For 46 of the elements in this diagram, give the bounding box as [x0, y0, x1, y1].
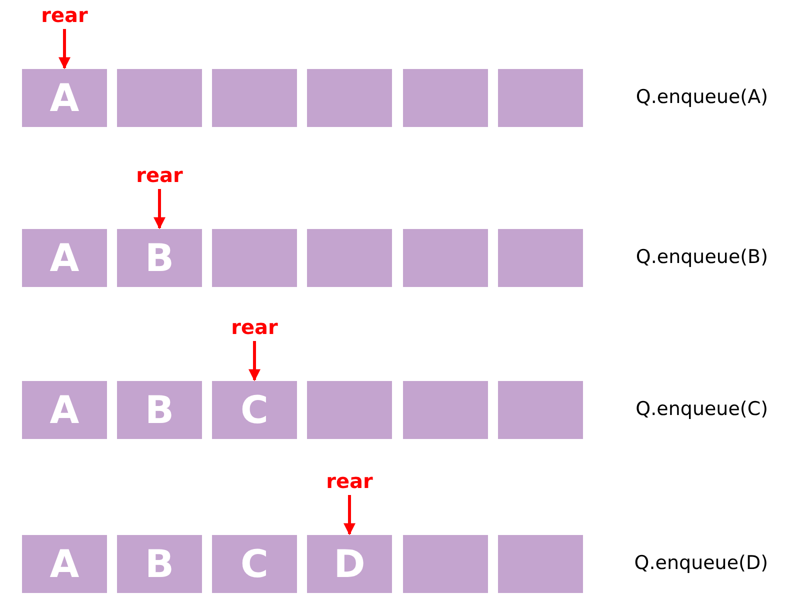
operation-label: Q.enqueue(B): [636, 246, 768, 268]
operation-label: Q.enqueue(D): [634, 552, 768, 574]
array-cell: [307, 381, 392, 439]
pointer-label: rear: [310, 469, 390, 493]
cell-value: B: [145, 388, 174, 432]
cell-value: A: [50, 542, 80, 586]
array-cell: [117, 69, 202, 127]
array-cell: [212, 69, 297, 127]
arrow: [248, 341, 260, 382]
array-cell: [212, 229, 297, 287]
arrow: [154, 189, 166, 230]
array-cell: [212, 535, 297, 593]
array-cell: [498, 229, 583, 287]
array-cell: [22, 381, 107, 439]
pointer-label: rear: [214, 315, 294, 339]
cell-value: A: [50, 76, 80, 120]
array-cell: [117, 535, 202, 593]
cell-value: B: [145, 236, 174, 280]
array-cell: [307, 69, 392, 127]
array-cell: [403, 229, 488, 287]
pointer-label: rear: [120, 163, 200, 187]
array-cell: [212, 381, 297, 439]
pointer-label: rear: [24, 3, 104, 27]
array-cell: [498, 535, 583, 593]
cell-value: B: [145, 542, 174, 586]
array-cell: [403, 381, 488, 439]
cell-value: D: [334, 542, 366, 586]
array-cell: [117, 229, 202, 287]
array-cell: [22, 535, 107, 593]
cell-value: A: [50, 388, 80, 432]
cell-value: C: [240, 388, 268, 432]
arrow: [344, 495, 356, 536]
array-cell: [117, 381, 202, 439]
array-cell: [307, 229, 392, 287]
arrow: [58, 29, 70, 70]
cell-value: A: [50, 236, 80, 280]
operation-label: Q.enqueue(C): [636, 398, 768, 420]
operation-label: Q.enqueue(A): [636, 86, 768, 108]
array-cell: [307, 535, 392, 593]
array-cell: [403, 69, 488, 127]
array-cell: [403, 535, 488, 593]
array-cell: [22, 69, 107, 127]
cell-value: C: [240, 542, 268, 586]
array-cell: [498, 69, 583, 127]
array-cell: [498, 381, 583, 439]
array-cell: [22, 229, 107, 287]
